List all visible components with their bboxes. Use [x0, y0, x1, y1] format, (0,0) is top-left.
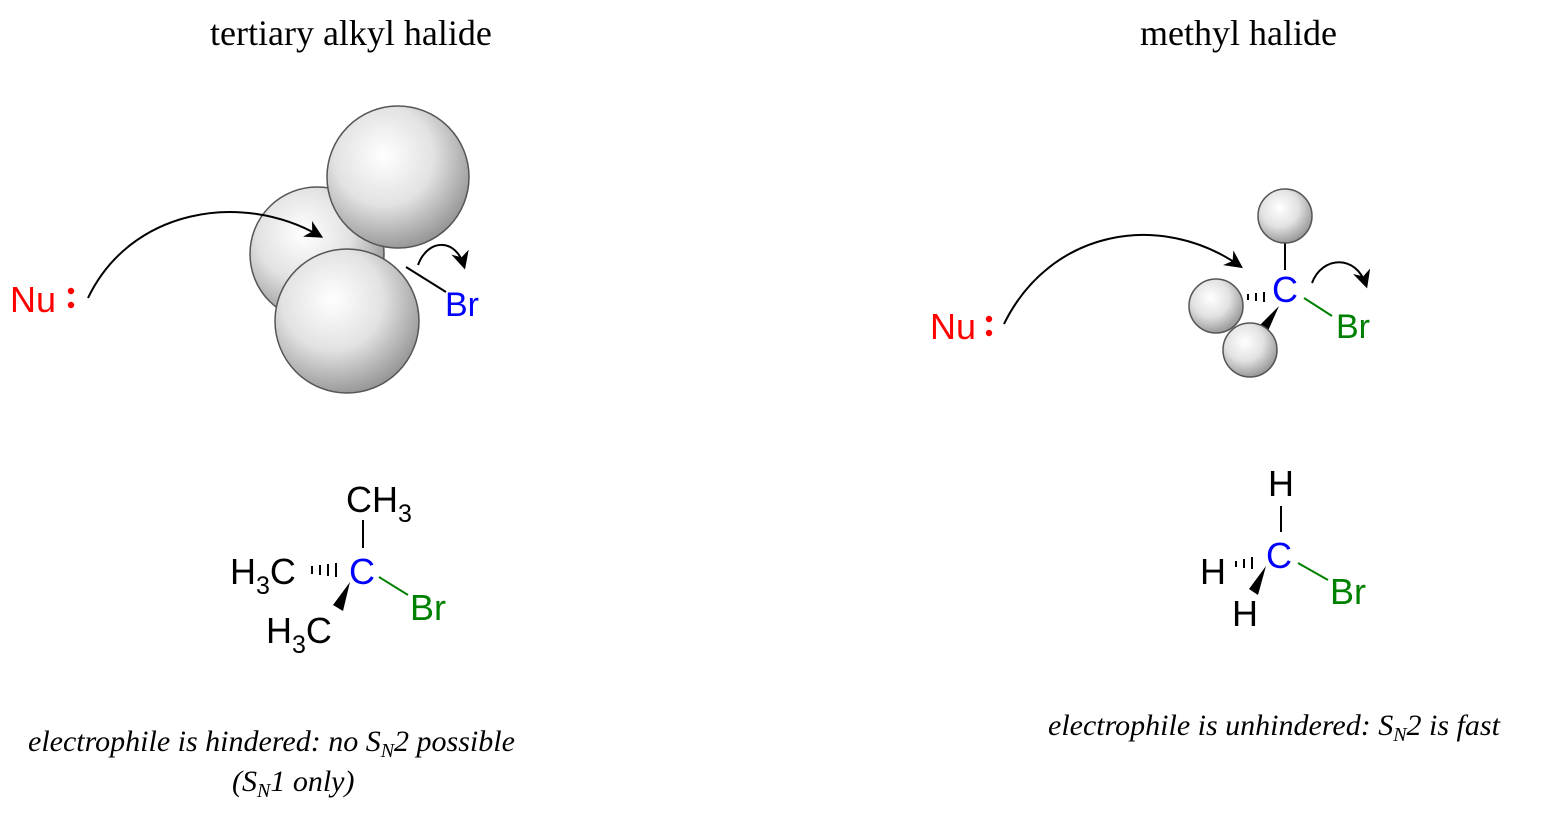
nucleophile-right: Nu	[930, 306, 993, 347]
methyl-title: methyl halide	[1140, 13, 1337, 53]
tertiary-caption-line1: electrophile is hindered: no SN2 possibl…	[28, 725, 515, 762]
hydrogen-sphere-bottom	[1222, 322, 1278, 378]
top-methyl: CH3	[346, 479, 412, 528]
center-carbon: C	[1266, 535, 1292, 576]
lone-pair-dot	[67, 301, 75, 309]
lone-pair-dot	[67, 287, 75, 295]
bond-c-br	[378, 576, 409, 596]
carbon-label: C	[1272, 269, 1298, 310]
solid-wedge	[1249, 566, 1266, 595]
left-hydrogen: H	[1200, 551, 1226, 592]
nucleophile-attack-arrow	[87, 211, 324, 299]
c-br-bond	[1303, 297, 1333, 317]
methyl-caption: electrophile is unhindered: SN2 is fast	[1048, 709, 1500, 746]
bromine-label: Br	[410, 587, 446, 628]
methyl-ball-model: C Br	[1188, 188, 1371, 378]
nucleophile-left: Nu	[10, 279, 75, 320]
center-carbon: C	[349, 551, 375, 592]
bromine-label: Br	[1336, 308, 1370, 346]
hydrogen-sphere-left	[1188, 278, 1244, 334]
leaving-group-arrow	[1311, 261, 1371, 289]
hashed-wedge	[311, 563, 337, 577]
top-hydrogen: H	[1268, 463, 1294, 504]
methyl-structure: H C H H Br	[1200, 463, 1366, 634]
nucleophile-label: Nu	[930, 306, 976, 347]
hashed-wedge	[1247, 292, 1265, 302]
bromine-label: Br	[1330, 571, 1366, 612]
methyl-sphere-front	[274, 248, 420, 394]
hydrogen-sphere-top	[1257, 188, 1313, 244]
tertiary-space-filling-model: Br	[249, 105, 479, 394]
nucleophile-label: Nu	[10, 279, 56, 320]
c-br-bond	[405, 266, 447, 293]
solid-wedge	[1260, 306, 1279, 331]
nucleophile-attack-arrow	[1003, 234, 1243, 325]
bottom-methyl: H3C	[266, 610, 332, 659]
tertiary-structure: CH3 C H3C H3C Br	[230, 479, 446, 659]
leaving-group-arrow	[417, 243, 469, 270]
lone-pair-dot	[985, 329, 993, 337]
hashed-wedge	[1235, 557, 1253, 569]
solid-wedge	[333, 582, 350, 611]
bromine-label: Br	[445, 286, 479, 324]
tertiary-title: tertiary alkyl halide	[210, 13, 492, 53]
methyl-sphere-top	[326, 105, 470, 249]
lone-pair-dot	[985, 315, 993, 323]
tertiary-caption-line2: (SN1 only)	[232, 765, 355, 802]
bond-c-br	[1297, 562, 1329, 581]
left-methyl: H3C	[230, 551, 296, 600]
bottom-hydrogen: H	[1232, 593, 1258, 634]
